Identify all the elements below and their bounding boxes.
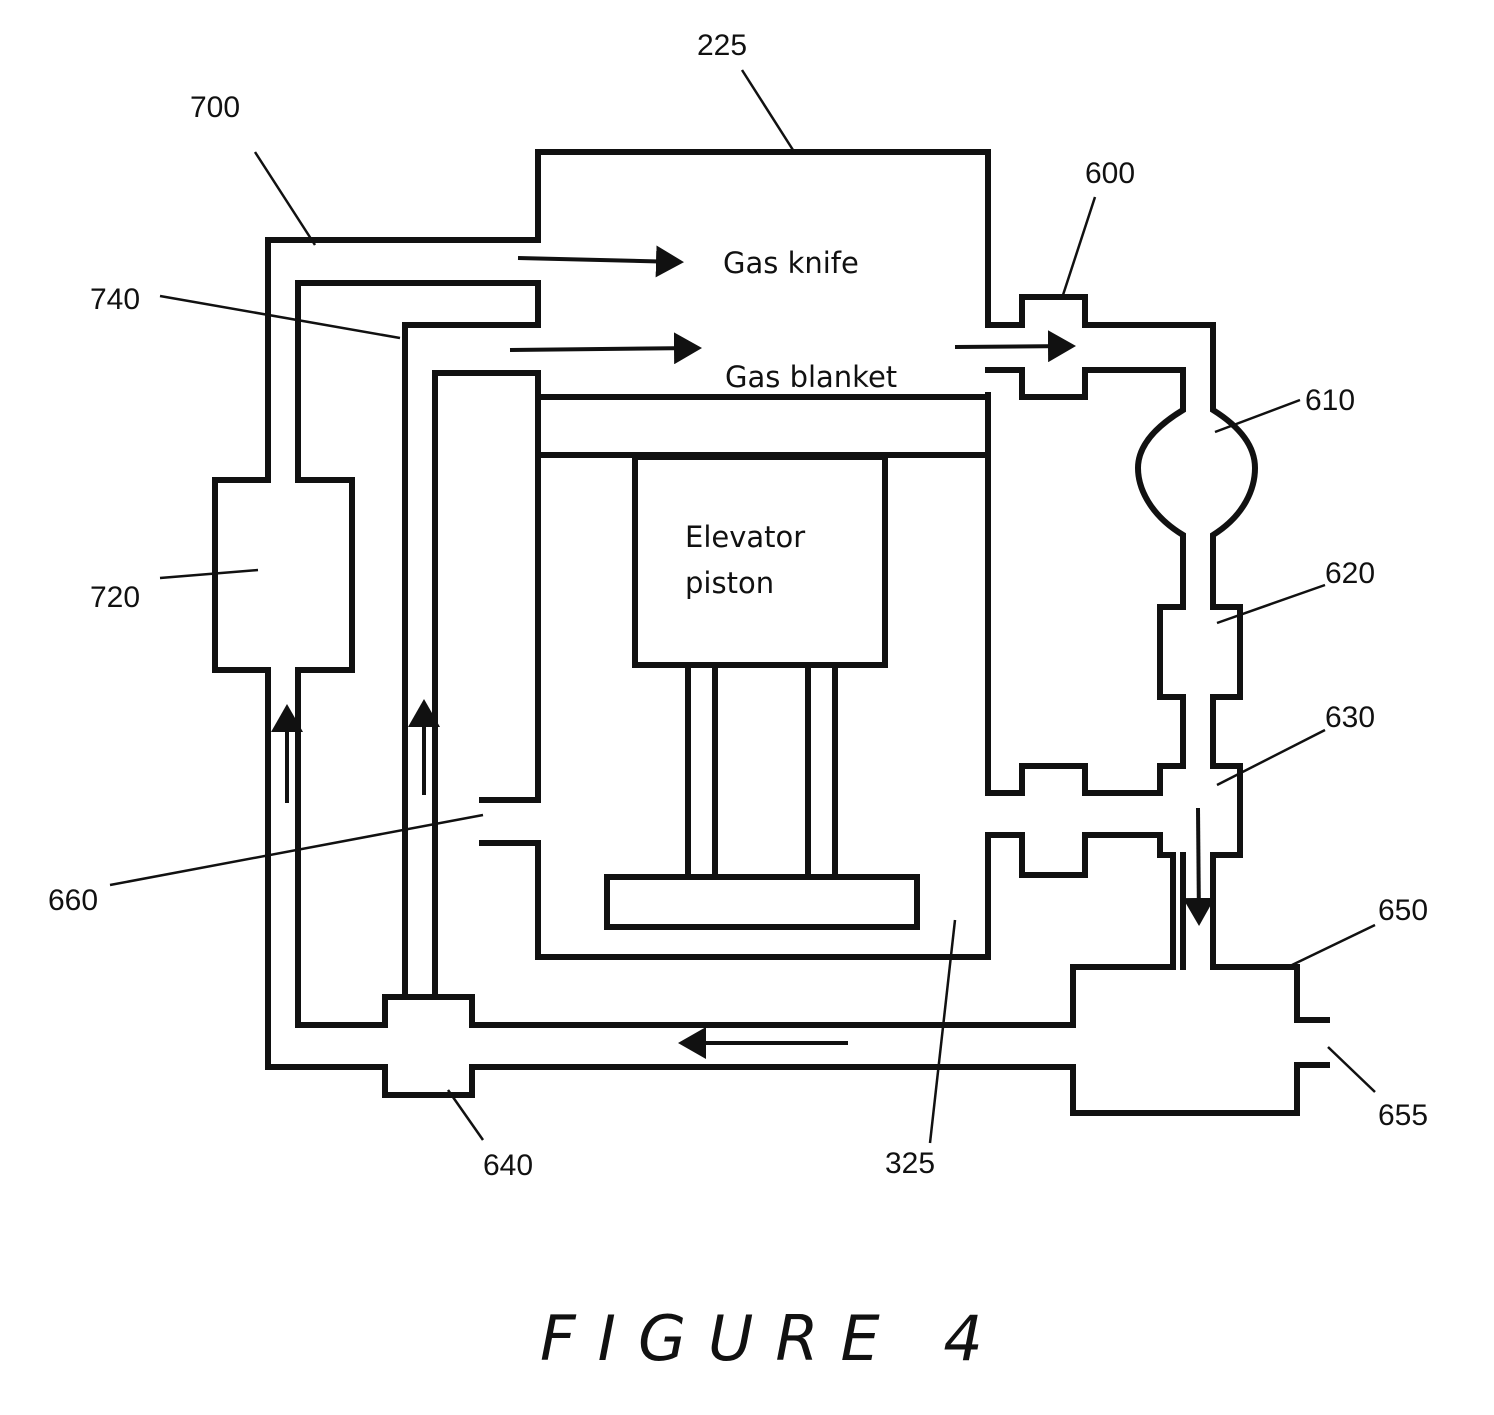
piston-rod-left	[688, 665, 715, 877]
chamber-325-right-wall-mid	[988, 370, 1183, 397]
ref-600: 600	[1085, 157, 1135, 190]
ref-700: 700	[190, 91, 240, 124]
chamber-325-left-wall-upper	[482, 455, 538, 800]
ref-650: 650	[1378, 894, 1428, 927]
ref-740: 740	[90, 283, 140, 316]
ref-720: 720	[90, 581, 140, 614]
leader-650	[1292, 925, 1375, 965]
arrow-outlet-600	[955, 346, 1072, 347]
leader-655	[1328, 1047, 1375, 1092]
arrow-gas-blanket	[510, 348, 698, 350]
ref-620: 620	[1325, 557, 1375, 590]
leader-740	[160, 296, 400, 338]
leader-610	[1215, 400, 1300, 432]
ref-325: 325	[885, 1147, 935, 1180]
build-plate-top	[538, 397, 988, 455]
arrow-down-630	[1198, 808, 1199, 922]
blanket-channel-wall	[435, 373, 538, 997]
ref-640: 640	[483, 1149, 533, 1182]
leader-700	[255, 152, 315, 245]
arrow-gas-knife	[518, 258, 680, 262]
elevator-piston	[635, 457, 885, 665]
leader-720	[160, 570, 258, 578]
ref-225: 225	[697, 29, 747, 62]
label-elevator: Elevator	[685, 520, 805, 554]
piston-rod-right	[808, 665, 835, 877]
filter-610-right	[1213, 400, 1327, 1020]
label-gas-knife: Gas knife	[723, 246, 859, 280]
ref-655: 655	[1378, 1099, 1428, 1132]
leader-225	[742, 70, 793, 150]
piston-base-plate	[607, 877, 917, 927]
leader-600	[1063, 197, 1095, 295]
figure-caption: FIGURE 4	[540, 1302, 1005, 1375]
label-gas-blanket: Gas blanket	[725, 360, 897, 394]
leader-325	[930, 920, 955, 1143]
ref-660: 660	[48, 884, 98, 917]
filter-610-left	[1138, 395, 1183, 545]
ref-610: 610	[1305, 384, 1355, 417]
ref-630: 630	[1325, 701, 1375, 734]
label-piston: piston	[685, 566, 774, 600]
duct-740-inner-wall	[405, 325, 538, 997]
leader-630	[1217, 730, 1325, 785]
